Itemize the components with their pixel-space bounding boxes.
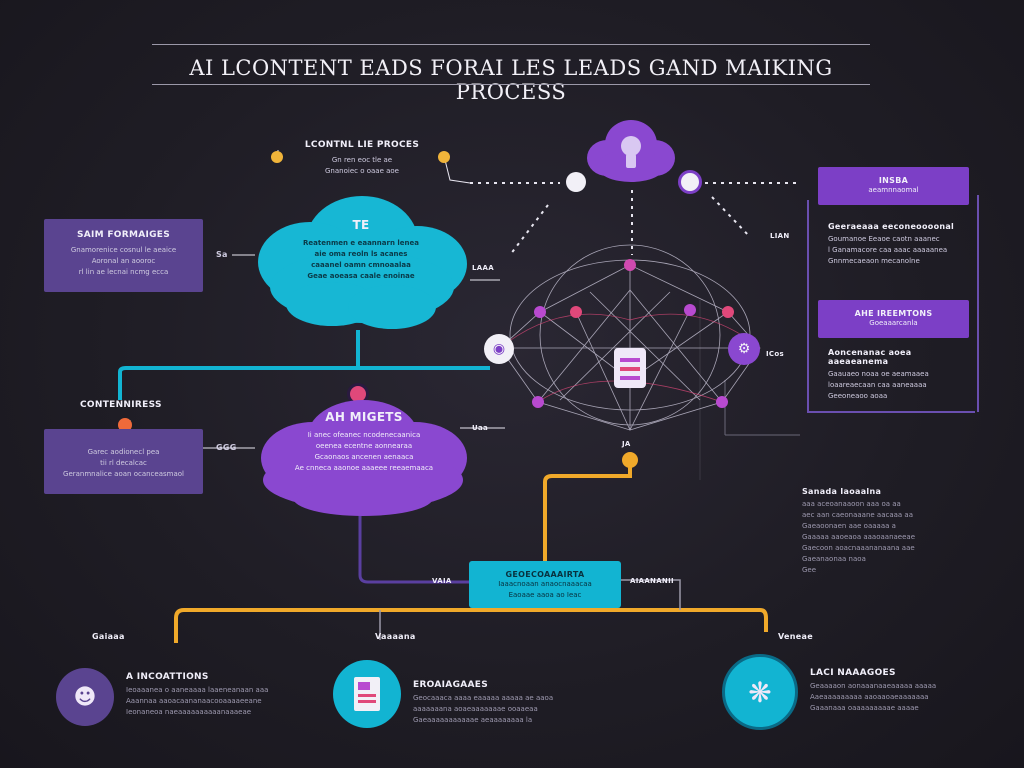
left-bottom-box-line: Garec aodionecl pea [87, 448, 160, 456]
right-top-text-line: Goumanoe Eeaoe caotn aaanec [828, 235, 940, 243]
purple-cloud-title: AH MIGETS [325, 410, 403, 424]
bottom-item-line: Ieonaneoa naeaaaaaaaaaanaaaeae [126, 708, 252, 716]
right-top-text-heading: Geeraeaaa eeconeoooonal [828, 222, 955, 231]
amber-node [622, 452, 638, 468]
left-top-connector-label: Sa [216, 250, 228, 259]
right-side-text-line: aec aan caeonaaane aacaaa aa [802, 511, 914, 519]
network-label-bottom: JA [622, 440, 631, 448]
cyan-cloud-title: TE [352, 218, 370, 232]
center-box-left-label: VAIA [432, 577, 452, 585]
left-bottom-box: Garec aodionecl pea tii rl decalcac Gera… [44, 429, 203, 494]
ai-gear-icon: ❋ [722, 654, 798, 730]
left-top-box-line: rl lin ae lecnai ncmg ecca [78, 268, 169, 276]
network-node-white [566, 172, 586, 192]
network-node [532, 396, 544, 408]
network-node [624, 259, 636, 271]
purple-cloud-line: Ae cnneca aaonoe aaaeee reeaemaaca [294, 464, 434, 472]
left-bottom-connector-label: GGG [216, 443, 237, 452]
right-side-text-line: Gaaaaa aaoeaoa aaaoaanaeeae [802, 533, 916, 541]
network-node-white [678, 170, 702, 194]
bottom-item-line: Geocaaaca aaaa eaaaaa aaaaa ae aaoa [413, 694, 554, 702]
brain-cloud-icon [587, 120, 675, 182]
gear-icon: ⚙ [728, 333, 760, 365]
left-mid-label: CONTENNIRESS [80, 400, 162, 410]
left-top-box: SAIM FORMAIGES Gnamorenice cosnul le aea… [44, 219, 203, 292]
cyan-cloud-line: aie oma reoln ls acanes [314, 250, 408, 258]
purple-cloud-line: Ii anec ofeanec ncodenecaanica [307, 431, 421, 439]
bottom-item-line: Ieoaaanea o aaneaaaa laaeneanaan aaa [126, 686, 269, 694]
cyan-cloud-header-line: Gnanoiec o oaae aoe [325, 167, 399, 175]
network-label-lower-left: Uaa [472, 424, 489, 432]
bottom-item-line: Aaeaaaaaaaaa aaoaaoaeaaaaaaa [810, 693, 929, 701]
network-node [534, 306, 546, 318]
bottom-item-heading: EROAIAGAAES [413, 680, 489, 690]
right-mid-text-line: Gaauaeo noaa oe aeamaaea [828, 370, 929, 378]
network-node [716, 396, 728, 408]
bottom-item-line: Aaannaa aaoacaananaacooaaaaeeane [126, 697, 262, 705]
bottom-item-connector-label: Vaaaana [375, 632, 416, 641]
brain-icon: ◉ [484, 334, 514, 364]
center-box: GEOECOAAAIRTA Iaaacnoaan anaocnaaacaa Ea… [469, 561, 621, 608]
team-icon: ☻ [56, 668, 114, 726]
right-mid-box-subheading: Goeaaarcanla [869, 319, 918, 327]
bottom-item-line: Gaeaaaaaaaaaaae aeaaaaaaaa la [413, 716, 533, 724]
network-label-top-right: LIAN [770, 232, 790, 240]
cyan-cloud-line: Reatenmen e eaannarn lenea [303, 239, 419, 247]
amber-node [271, 151, 283, 163]
right-top-text-line: Gnnmecaeaon mecanolne [828, 257, 920, 265]
purple-cloud-line: Gcaonaos ancenen aenaaca [314, 453, 414, 461]
right-mid-text-heading: Aoncenanac aoea aaeaeanema [828, 348, 912, 366]
pink-node [350, 386, 366, 402]
right-top-box-heading: INSBA [878, 176, 909, 185]
bottom-item-heading: LACI NAAAGOES [810, 668, 896, 678]
cyan-cloud [258, 196, 467, 329]
right-side-text-line: Gee [802, 566, 817, 574]
bottom-item-connector-label: Veneae [778, 632, 813, 641]
center-box-line: Iaaacnoaan anaocnaaacaa [498, 580, 592, 588]
right-mid-text-line: loaareaecaan caa aaneaaaa [828, 381, 927, 389]
center-box-line: Eaoaae aaoa ao Ieac [508, 591, 582, 599]
network-label-mid-left: LAAA [472, 264, 494, 272]
right-top-box: INSBA aeamnnaomal [818, 167, 969, 205]
left-bottom-box-line: Geranmnalice aoan ocanceasmaol [63, 470, 184, 478]
document-robot-icon [614, 348, 646, 388]
amber-node [438, 151, 450, 163]
center-box-right-label: AIAANANII [630, 577, 674, 585]
purple-cloud-line: oeenea ecentne aonnearaa [315, 442, 413, 450]
network-node [684, 304, 696, 316]
title-rule-top [152, 44, 870, 45]
bottom-item-line: aaaaaaana aoaeaaaaaaae ooaaeaa [413, 705, 538, 713]
bottom-item-line: Gaaanaaa oaaaaaaaaae aaaae [810, 704, 919, 712]
left-top-box-heading: SAIM FORMAIGES [76, 230, 171, 240]
right-side-text-line: Gaeanaonaa naoa [802, 555, 866, 563]
right-mid-text-line: Geeoneaoo aoaa [828, 392, 888, 400]
network-node [570, 306, 582, 318]
purple-cloud [261, 400, 467, 516]
network-node [722, 306, 734, 318]
left-bottom-box-line: tii rl decalcac [100, 459, 147, 467]
left-top-box-line: Gnamorenice cosnul le aeaice [70, 246, 177, 254]
cyan-cloud-line: Geae aoeasa caale enoinae [307, 272, 415, 280]
right-side-text-line: Gaeaoonaen aae oaaaaa a [802, 522, 896, 530]
center-box-heading: GEOECOAAAIRTA [505, 570, 585, 579]
document-icon [333, 660, 401, 728]
cyan-cloud-header-line: Gn ren eoc tle ae [331, 156, 393, 164]
bottom-item-connector-label: Gaiaaa [92, 632, 125, 641]
title-rule-bottom [152, 84, 870, 85]
left-top-box-line: Aoronal an aooroc [91, 257, 156, 265]
bottom-item-line: Geaaaaon aonaaanaaeaaaaa aaaaa [810, 682, 937, 690]
cyan-cloud-header: LCONTNL LIE PROCES [304, 140, 420, 150]
network-label-right-node: ICos [766, 350, 784, 358]
right-top-box-subheading: aeamnnaomal [868, 186, 919, 194]
right-mid-box: AHE IREEMTONS Goeaaarcanla [818, 300, 969, 338]
right-top-text-line: l Ganamacore caa aaac aaaaanea [828, 246, 948, 254]
right-mid-box-heading: AHE IREEMTONS [854, 309, 933, 318]
right-side-text-heading: Sanada Iaoaalna [802, 487, 882, 496]
right-side-text-line: Gaecoon aoacnaaananaana aae [802, 544, 915, 552]
right-side-text-line: aaa aceoanaaoon aaa oa aa [802, 500, 901, 508]
cyan-cloud-line: caaanel oamn cmnoaalaa [311, 261, 411, 269]
bottom-item-heading: A INCOATTIONS [126, 672, 209, 682]
